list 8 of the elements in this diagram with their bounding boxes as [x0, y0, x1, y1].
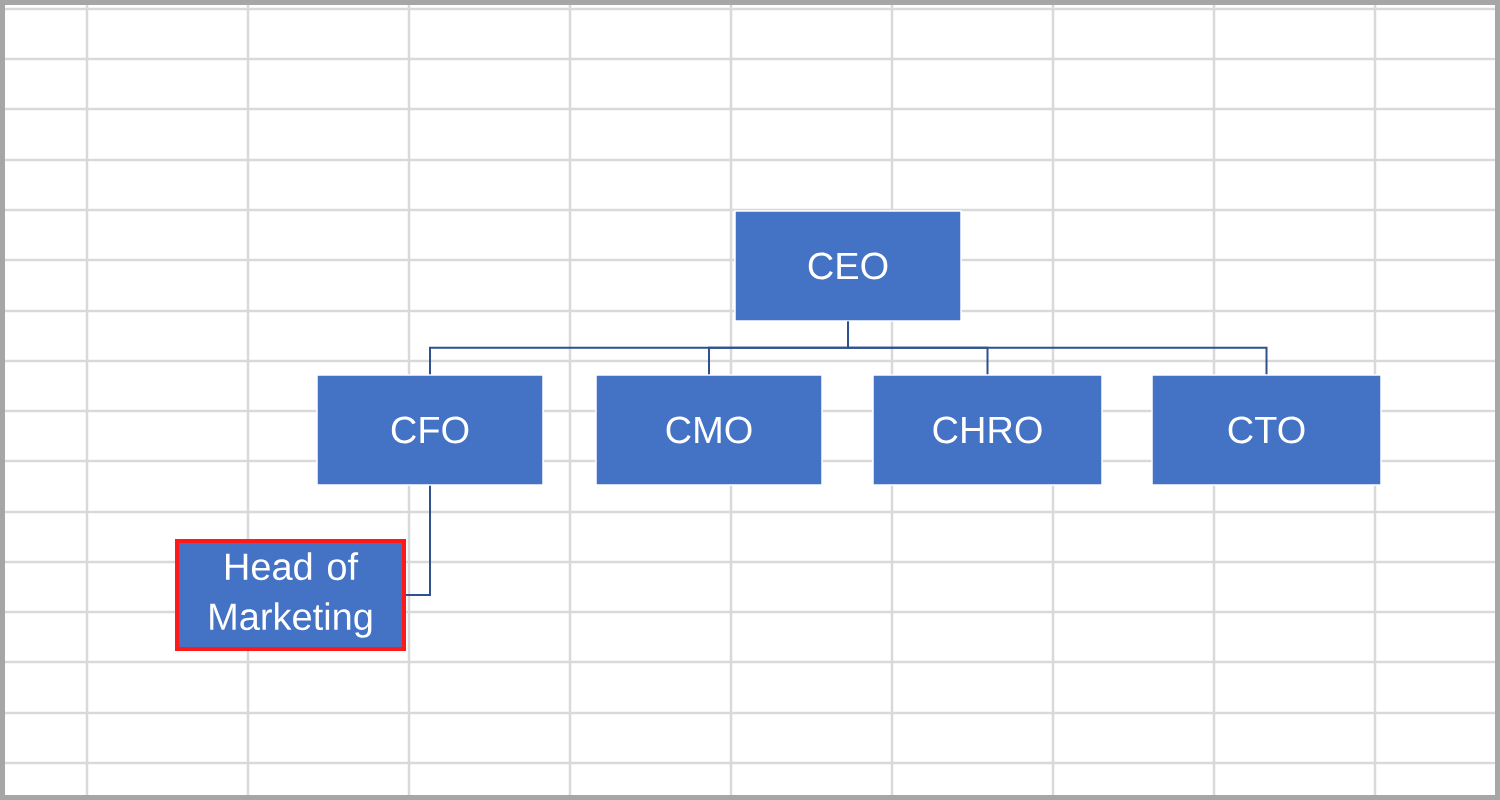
- connector-line: [847, 320, 1268, 376]
- position-box: CEO: [734, 210, 962, 322]
- position-box: CTO: [1151, 374, 1382, 486]
- connector-line: [405, 484, 431, 596]
- position-box: CMO: [595, 374, 823, 486]
- position-box: CFO: [316, 374, 544, 486]
- position-box: CHRO: [872, 374, 1103, 486]
- position-box: Head of Marketing: [175, 539, 406, 651]
